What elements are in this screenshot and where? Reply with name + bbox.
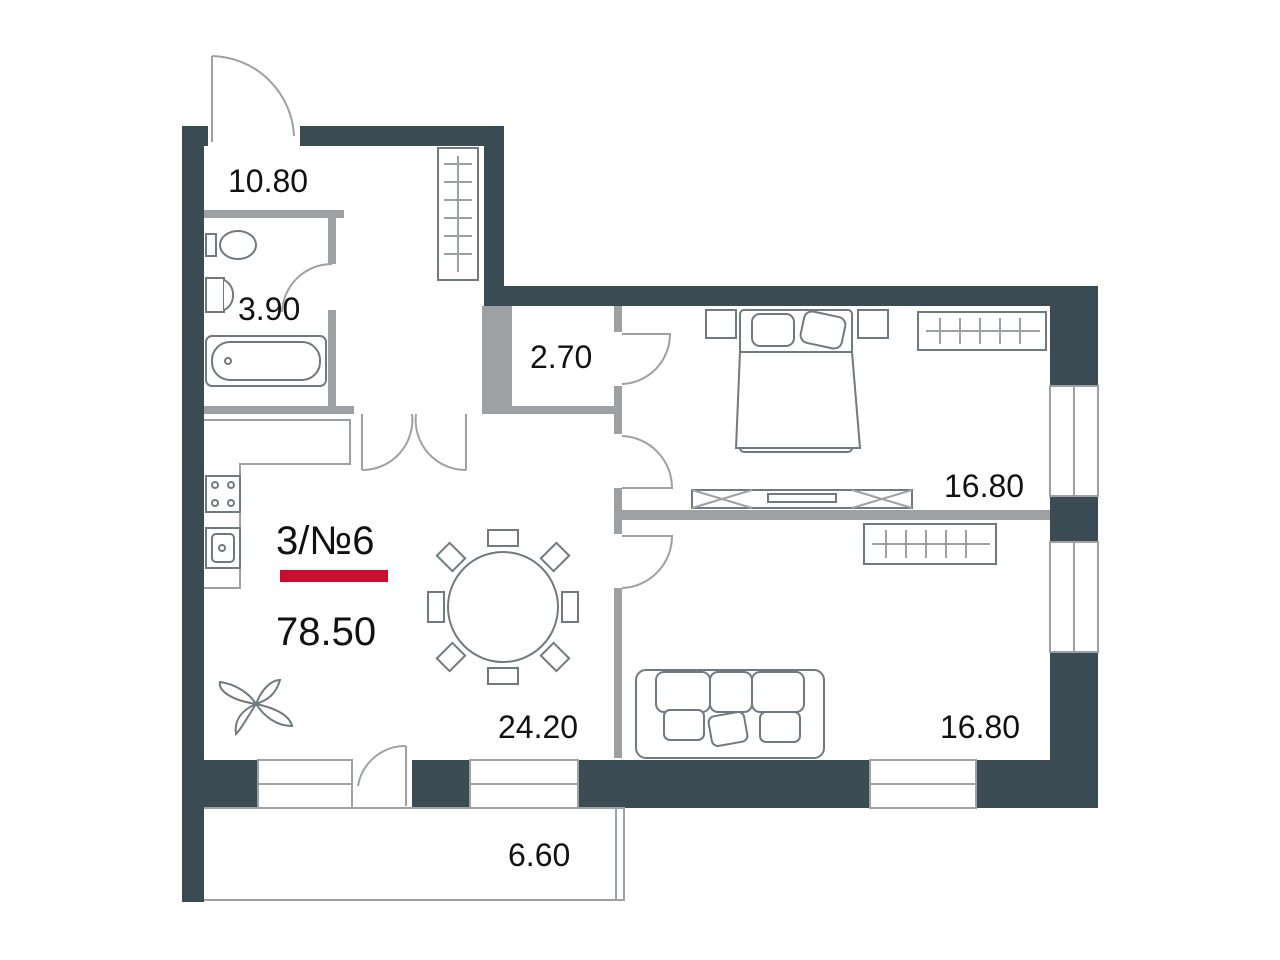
room-labels: 10.80 3.90 2.70 16.80 24.20 16.80 6.60 — [228, 163, 1024, 873]
room-area-balcony: 6.60 — [508, 837, 570, 873]
kitchen — [205, 475, 241, 569]
radiators — [437, 147, 1047, 565]
exterior-walls — [182, 126, 1098, 902]
bathroom-fixtures — [205, 230, 327, 387]
room-area-living: 24.20 — [498, 709, 578, 745]
room-area-hall: 10.80 — [228, 163, 308, 199]
dining-table — [427, 529, 579, 685]
apartment-badge: 3/№6 78.50 — [276, 519, 388, 654]
apartment-number: 3/№6 — [276, 519, 375, 563]
room-area-bedroom: 16.80 — [944, 468, 1024, 504]
bedroom-furniture — [691, 309, 913, 509]
accent-bar — [280, 570, 388, 582]
room-area-storage: 2.70 — [530, 339, 592, 375]
sofa — [635, 669, 825, 759]
room-area-bathroom: 3.90 — [238, 291, 300, 327]
partitions — [204, 210, 1050, 758]
doors — [204, 55, 674, 901]
apartment-total-area: 78.50 — [276, 610, 376, 654]
room-area-bedroom2: 16.80 — [940, 709, 1020, 745]
plant-icon — [218, 678, 294, 737]
